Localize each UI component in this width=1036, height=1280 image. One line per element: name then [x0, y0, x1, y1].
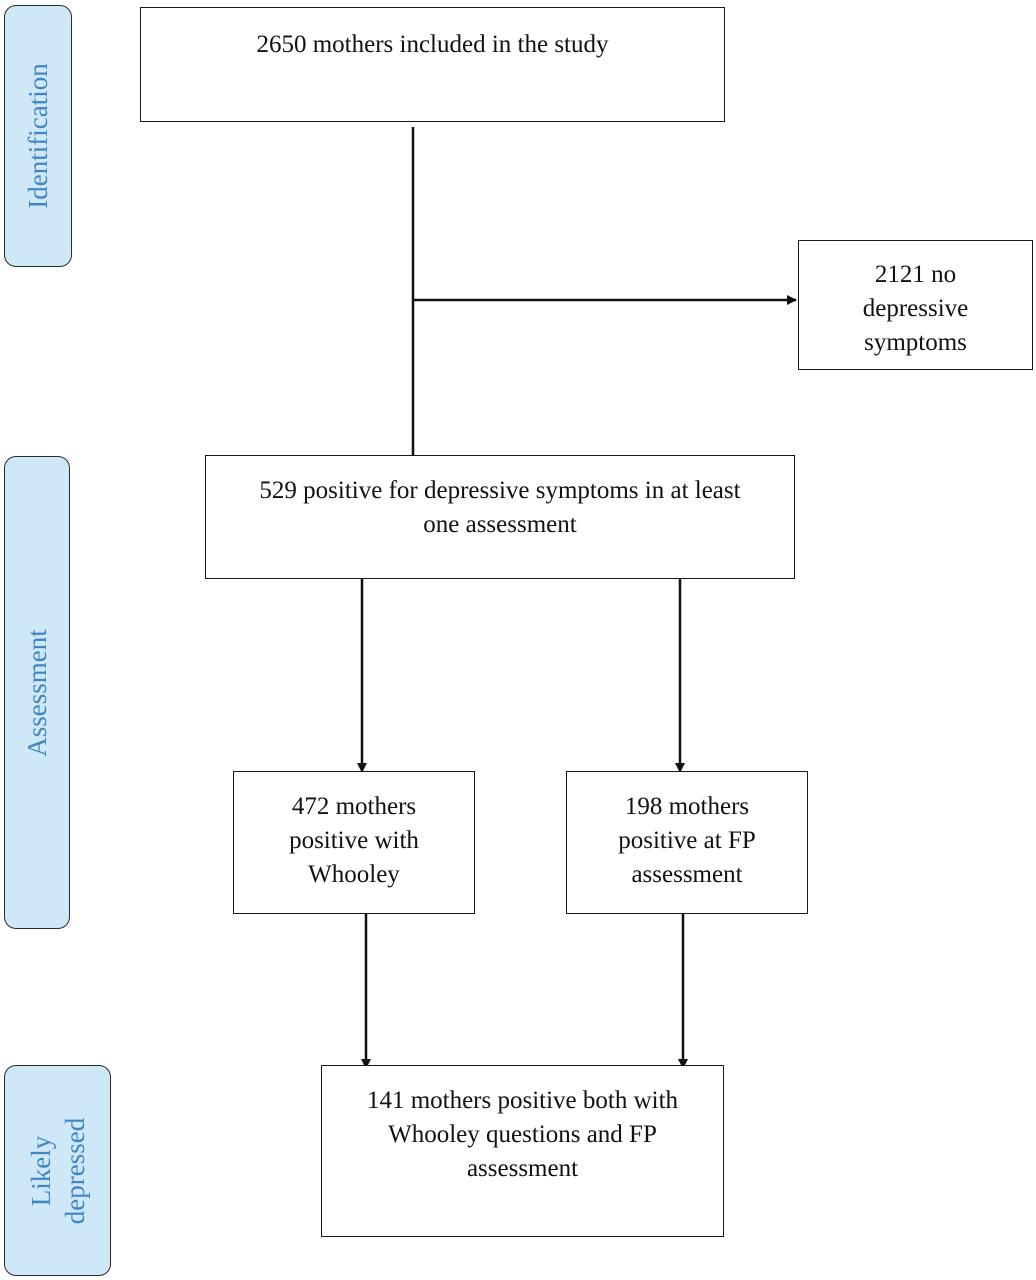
box-whooley-line-2: positive with: [289, 827, 419, 854]
box-positive-line-2: one assessment: [423, 511, 577, 538]
box-fp-line-1: 198 mothers: [624, 793, 750, 820]
box-fp-line-2: positive at FP: [618, 827, 756, 854]
stage-likely-depressed-line-2: depressed: [59, 1117, 90, 1224]
stage-assessment-line: Assessment: [22, 628, 52, 757]
stage-likely-depressed-label: Likely depressed: [24, 1117, 92, 1223]
box-whooley: 472 mothers positive with Whooley: [233, 771, 475, 914]
stage-identification-line: Identification: [23, 63, 53, 209]
box-both-line-3: assessment: [466, 1155, 579, 1182]
box-whooley-line-3: Whooley: [308, 861, 400, 888]
box-no-symptoms-line-1: 2121 no: [874, 261, 957, 288]
box-whooley-line-1: 472 mothers: [291, 793, 417, 820]
box-no-symptoms-line-2: depressive: [862, 295, 969, 322]
box-both-line-2: Whooley questions and FP: [388, 1121, 657, 1148]
box-both: 141 mothers positive both with Whooley q…: [321, 1065, 724, 1237]
box-no-symptoms: 2121 no depressive symptoms: [798, 240, 1033, 370]
box-both-line-1: 141 mothers positive both with: [366, 1087, 679, 1114]
stage-identification-label: Identification: [21, 63, 55, 208]
box-fp-line-3: assessment: [631, 861, 743, 888]
stage-likely-depressed: Likely depressed: [4, 1065, 111, 1276]
stage-assessment: Assessment: [4, 456, 70, 929]
box-no-symptoms-line-3: symptoms: [864, 329, 967, 356]
stage-likely-depressed-line-1: Likely: [25, 1135, 56, 1206]
box-included-line-1: 2650 mothers included in the study: [256, 31, 609, 58]
box-positive: 529 positive for depressive symptoms in …: [205, 455, 795, 579]
box-included: 2650 mothers included in the study: [140, 7, 725, 122]
box-positive-line-1: 529 positive for depressive symptoms in …: [259, 477, 741, 504]
stage-identification: Identification: [4, 5, 72, 267]
box-fp: 198 mothers positive at FP assessment: [566, 771, 808, 914]
stage-assessment-label: Assessment: [20, 629, 54, 757]
